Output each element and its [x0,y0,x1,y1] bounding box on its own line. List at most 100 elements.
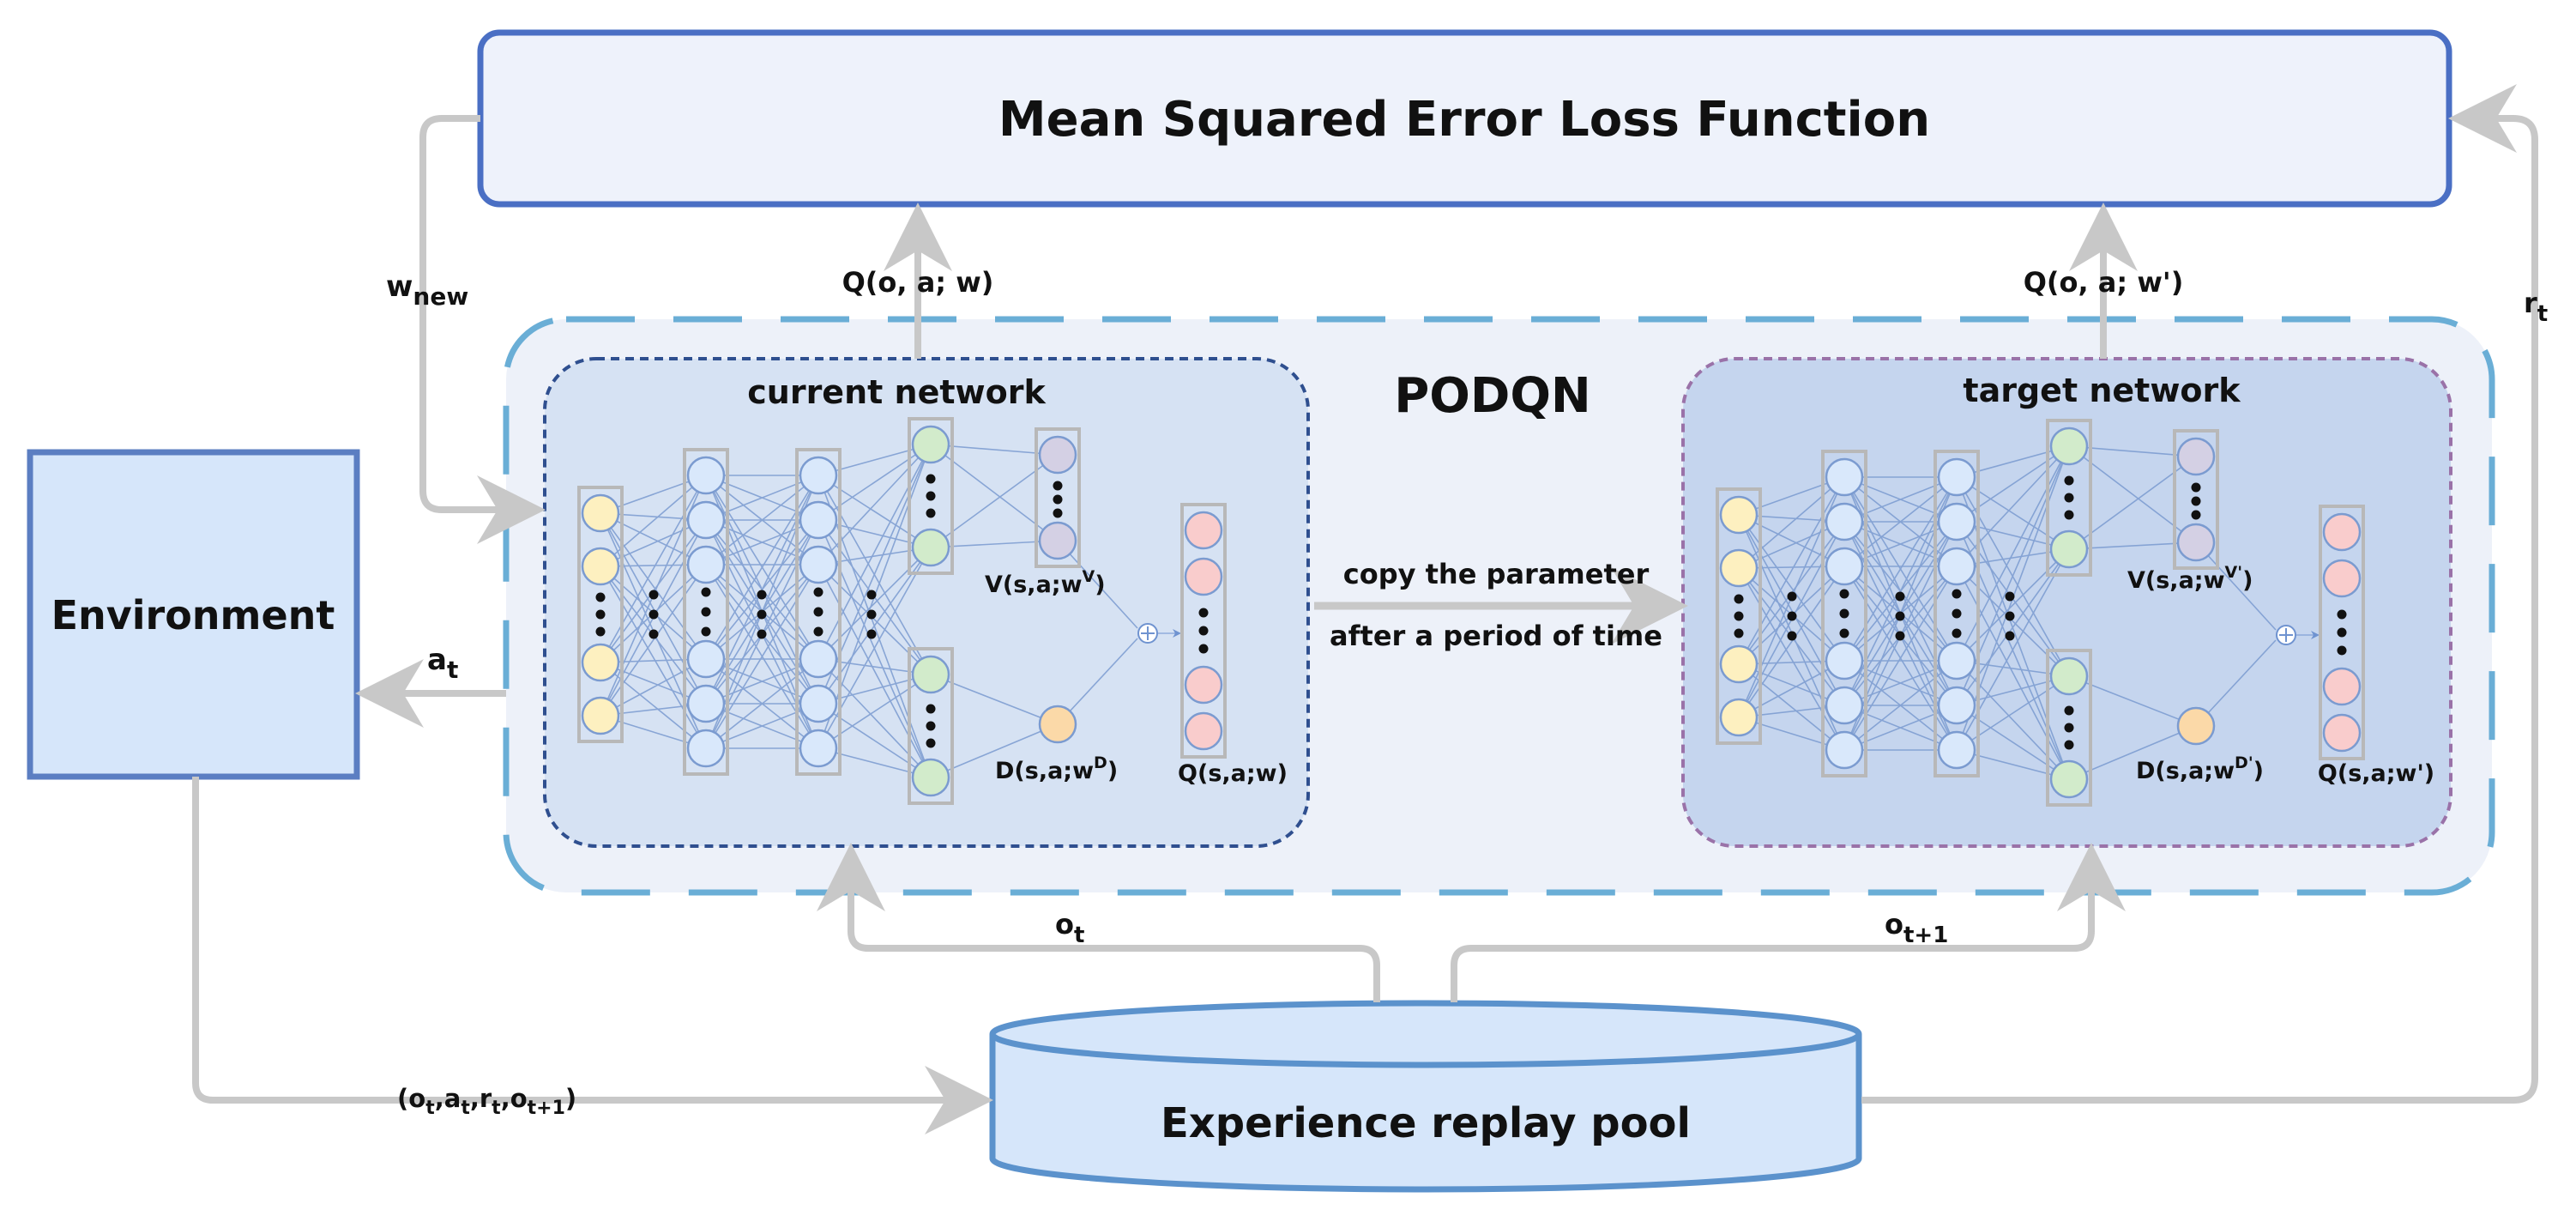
podqn-label: PODQN [1394,368,1591,424]
ellipsis-dot [813,626,823,637]
ellipsis-dot [701,626,711,637]
ellipsis-dot [595,609,606,620]
q-output-node [1184,511,1223,550]
advantage-branch-node [2049,759,2089,799]
hidden-node [799,639,838,679]
ellipsis-dot [866,609,877,620]
w-new-label: wnew [386,269,468,311]
q-output-node [1184,557,1223,596]
hidden-node [1937,686,1976,725]
ellipsis-dot [926,738,936,748]
ellipsis-dot [2191,510,2201,520]
ellipsis-dot [649,590,659,600]
hidden-node [686,456,726,495]
ellipsis-dot [1053,508,1063,518]
hidden-node [1825,502,1864,541]
connectors [192,84,2538,1134]
current-q-label: Q(s,a;w) [1178,760,1288,787]
ellipsis-dot [813,607,823,617]
current-d-label: D(s,a;wD) [995,753,1118,784]
ellipsis-dot [813,587,823,597]
hidden-node [1825,686,1864,725]
ellipsis-dot [1895,591,1905,602]
ellipsis-dot [1198,608,1209,618]
ellipsis-dot [757,609,767,620]
ellipsis-dot [1839,608,1849,619]
advantage-branch-node [911,655,950,694]
ellipsis-dot [1839,589,1849,599]
input-node [581,643,620,682]
hidden-node [686,684,726,723]
layer-frame [908,647,954,805]
copy-text-line2: after a period of time [1330,620,1662,652]
ellipsis-dot [2064,723,2074,733]
hidden-node [799,729,838,768]
ellipsis-dot [2064,740,2074,750]
ellipsis-dot [2191,482,2201,493]
ellipsis-dot [649,609,659,620]
hidden-node [1937,457,1976,497]
hidden-node [799,545,838,584]
ellipsis-dot [2005,611,2015,621]
advantage-output-node [2176,706,2216,746]
ellipsis-dot [1895,631,1905,641]
hidden-node [686,729,726,768]
environment-label: Environment [51,592,335,638]
layer-frame [2046,649,2092,807]
q-output-node [2322,667,2362,706]
value-branch-node [911,425,950,464]
ellipsis-dot [595,592,606,602]
ellipsis-dot [926,721,936,731]
input-node [1719,495,1759,535]
hidden-node [799,456,838,495]
ellipsis-dot [2337,609,2347,620]
ellipsis-dot [2064,510,2074,520]
hidden-node [1825,730,1864,770]
layer-frame [795,448,842,776]
target-q-label: Q(s,a;w') [2318,760,2434,787]
ellipsis-dot [1839,628,1849,638]
value-output-node [1038,435,1077,475]
q-current-label: Q(o, a; w) [842,266,994,299]
value-branch-node [2049,426,2089,466]
q-output-node [2322,713,2362,753]
ellipsis-dot [757,629,767,639]
ellipsis-dot [757,590,767,600]
layer-frame [908,417,954,575]
hidden-node [1937,502,1976,541]
input-node [1719,548,1759,588]
input-node [581,547,620,586]
input-node [581,696,620,735]
ellipsis-dot [1053,481,1063,491]
ellipsis-dot [866,629,877,639]
ellipsis-dot [2337,645,2347,656]
r-t-arrow [1861,84,2538,1104]
input-node [1719,698,1759,737]
replay-pool-label: Experience replay pool [1161,1099,1691,1147]
value-output-node [2176,437,2216,476]
r-t-label: rt [2524,287,2548,327]
hidden-node [686,545,726,584]
o-t-label: ot [1055,908,1084,948]
hidden-node [1825,641,1864,681]
hidden-node [799,684,838,723]
experience-replay-pool: Experience replay pool [989,1000,1862,1193]
ellipsis-dot [1734,611,1744,621]
q-output-node [1184,665,1223,705]
ellipsis-dot [2005,591,2015,602]
ellipsis-dot [2191,496,2201,506]
hidden-node [686,500,726,540]
value-branch-node [2049,529,2089,569]
hidden-node [799,500,838,540]
advantage-branch-node [911,758,950,797]
ellipsis-dot [2064,475,2074,486]
tuple-arrow [192,777,993,1134]
layer-frame [577,486,624,743]
copy-text-line1: copy the parameter [1343,558,1650,590]
target-network-panel: target network V(s,a;wV') D(s,a;wD') Q(s… [1681,357,2452,848]
target-v-label: V(s,a;wV') [2127,563,2253,594]
ellipsis-dot [701,607,711,617]
layer-frame [683,448,729,776]
hidden-node [1937,641,1976,681]
layer-frame [1180,503,1227,759]
